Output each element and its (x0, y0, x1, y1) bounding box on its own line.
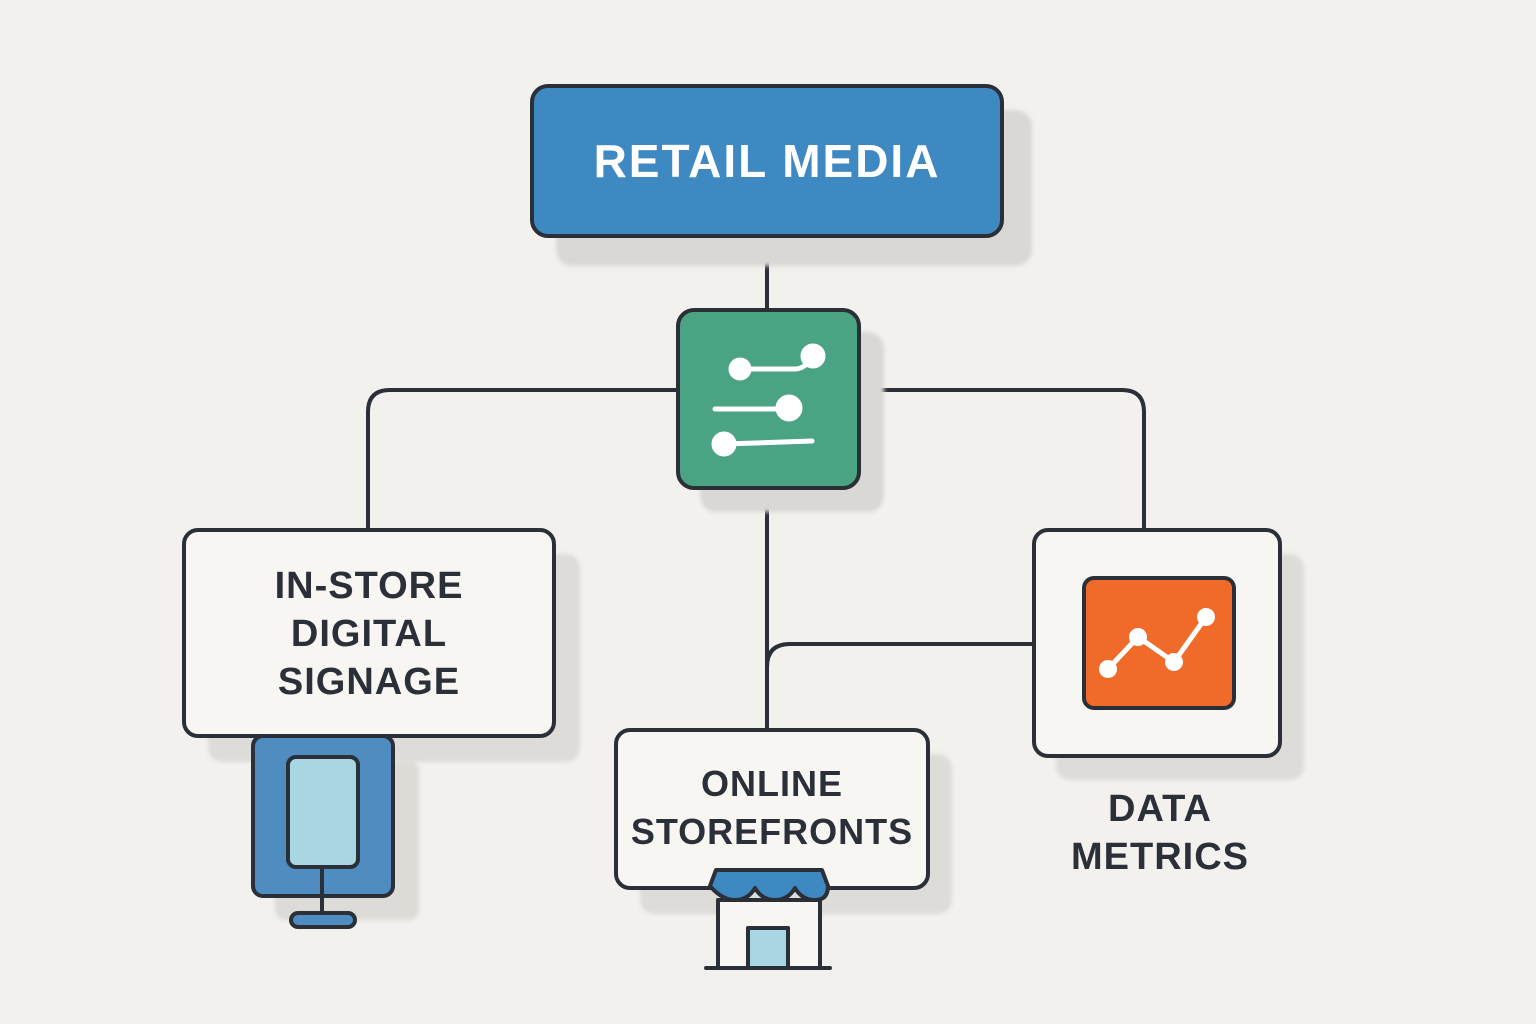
online-label-line-2: STOREFRONTS (630, 811, 914, 852)
connector-online-data (765, 642, 1036, 692)
line-chart-icon (1082, 576, 1236, 710)
hub-node (676, 308, 884, 512)
data-node (1032, 528, 1304, 780)
connector-lines (366, 234, 1146, 732)
connector-hub-data (857, 388, 1146, 530)
instore-node (182, 528, 580, 762)
sliders-icon (711, 343, 826, 457)
instore-label-line-3: SIGNAGE (277, 661, 461, 703)
root-node (530, 84, 1032, 266)
root-label: RETAIL MEDIA (593, 135, 941, 187)
instore-label: IN-STORE DIGITAL SIGNAGE (184, 562, 554, 706)
instore-label-line-2: DIGITAL (290, 613, 448, 655)
connector-hub-instore (366, 388, 680, 530)
data-label-line-1: DATA (1108, 788, 1212, 830)
data-label-line-2: METRICS (1071, 836, 1249, 878)
data-label: DATA METRICS (1040, 785, 1280, 881)
digital-kiosk-icon (251, 734, 419, 929)
storefront-icon (704, 868, 832, 970)
instore-label-line-1: IN-STORE (274, 565, 464, 607)
online-label-line-1: ONLINE (700, 763, 843, 804)
online-label: ONLINE STOREFRONTS (616, 760, 928, 856)
